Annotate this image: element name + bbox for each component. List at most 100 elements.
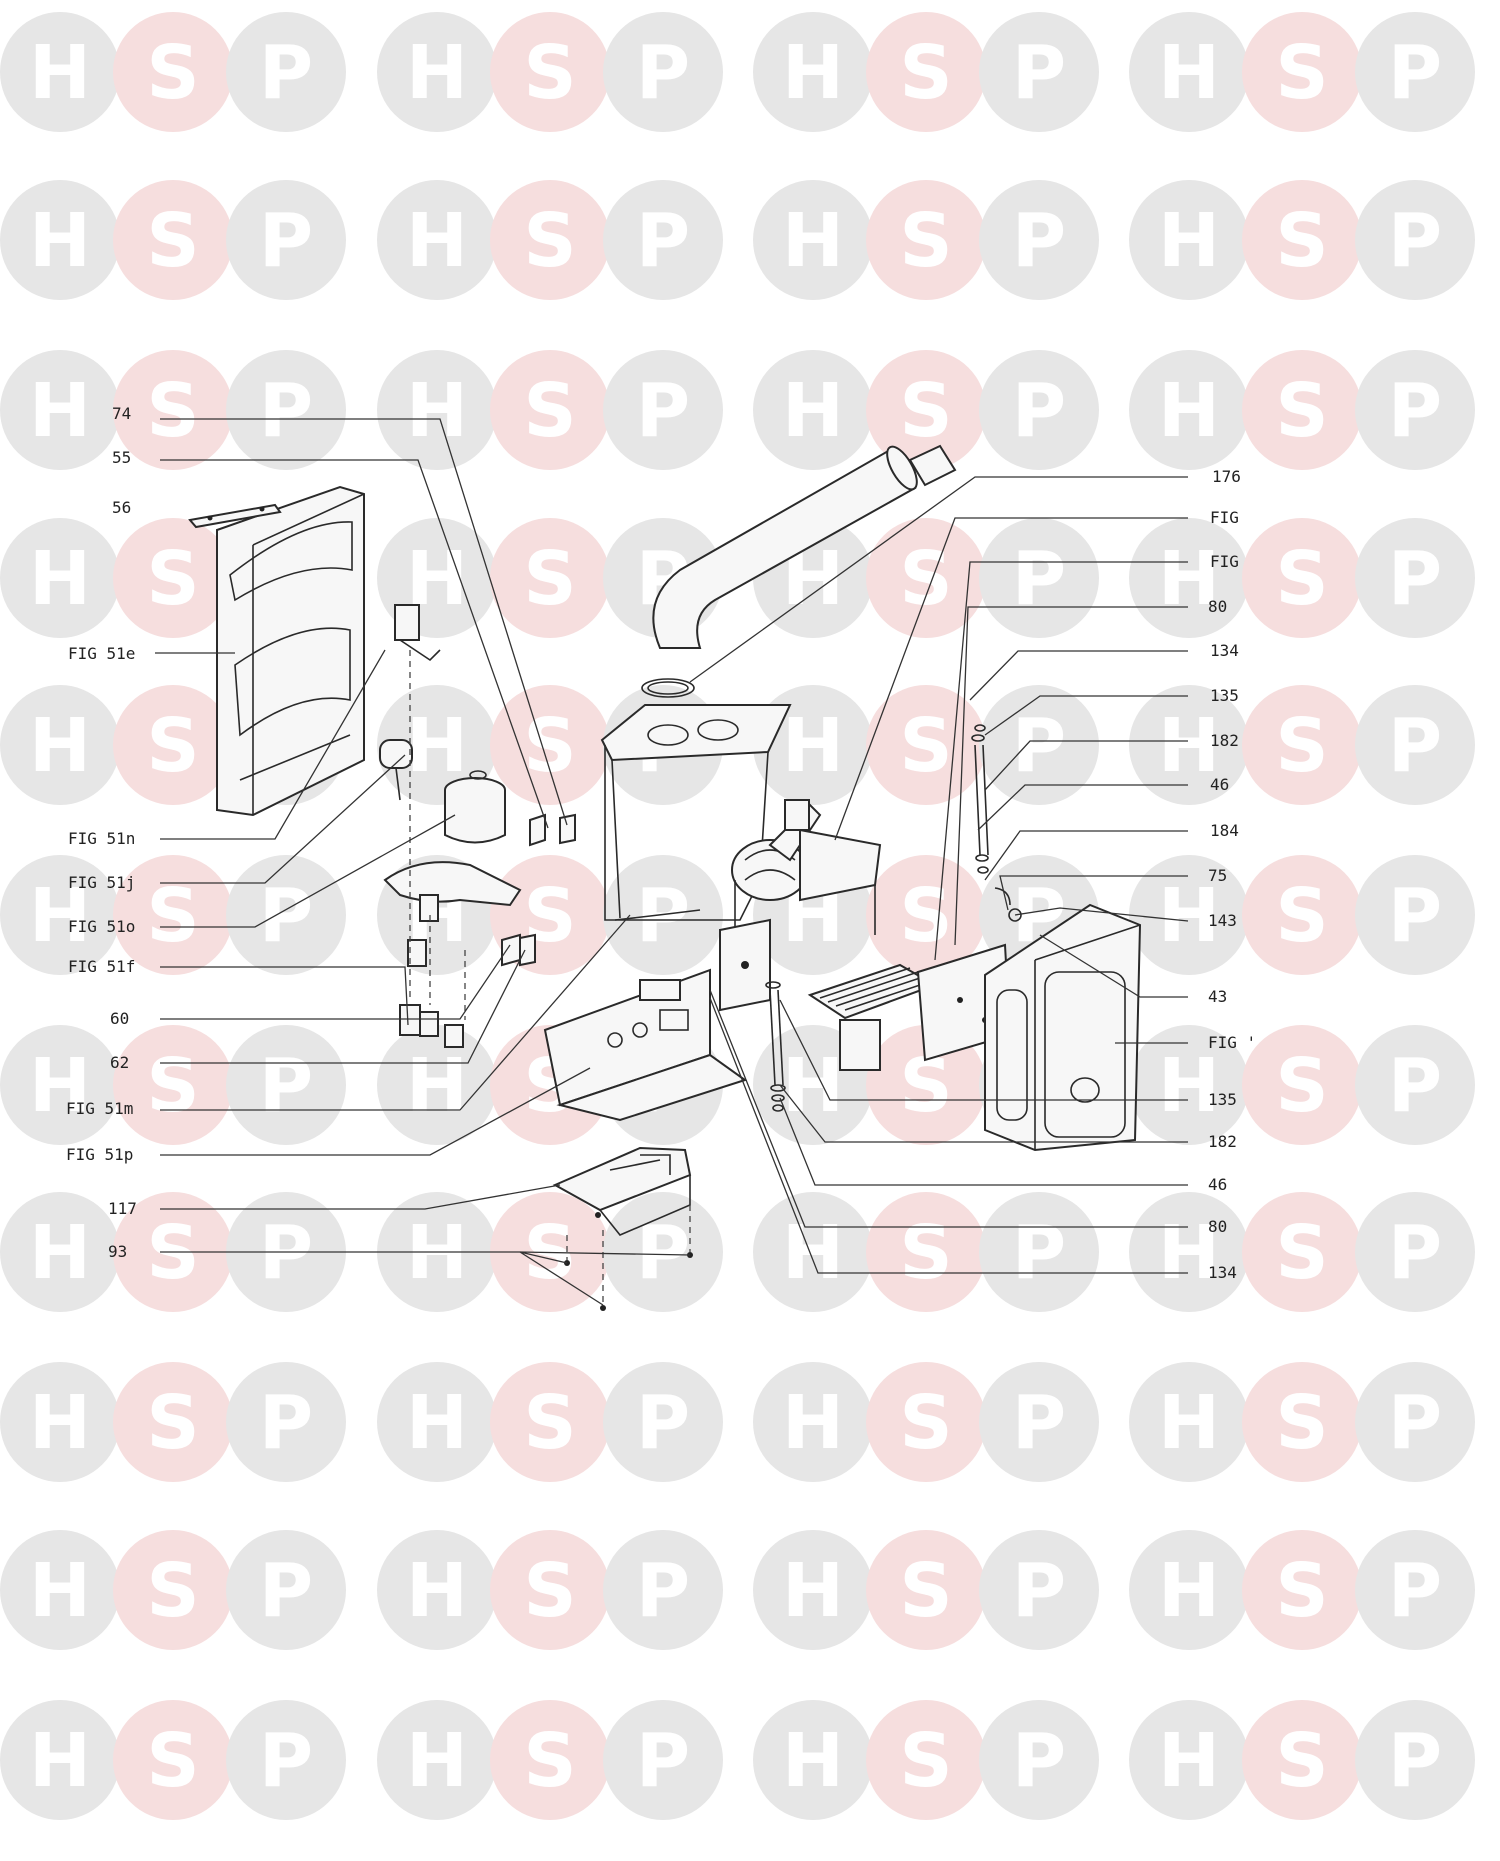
watermark-circle bbox=[1242, 685, 1362, 805]
label-fig-51p: FIG 51p bbox=[66, 1145, 133, 1164]
watermark-circle bbox=[113, 518, 233, 638]
heat-exchanger-frame bbox=[719, 918, 771, 1012]
watermark-circle bbox=[113, 1530, 233, 1650]
watermark-circle bbox=[226, 12, 346, 132]
label-62: 62 bbox=[110, 1053, 129, 1072]
watermark-letter: S bbox=[1275, 703, 1328, 789]
watermark-circle bbox=[979, 1530, 1099, 1650]
watermark-circle bbox=[377, 1362, 497, 1482]
watermark-circle bbox=[979, 1192, 1099, 1312]
watermark-letter: H bbox=[1158, 1043, 1220, 1129]
bracket-56 bbox=[188, 503, 282, 529]
watermark-circle bbox=[1242, 1362, 1362, 1482]
watermark-letter: H bbox=[1158, 1718, 1220, 1804]
watermark-circle bbox=[866, 350, 986, 470]
watermark-letter: P bbox=[636, 30, 690, 116]
label-75: 75 bbox=[1208, 866, 1227, 885]
watermark-letter: P bbox=[636, 368, 690, 454]
watermark-circle bbox=[1129, 1362, 1249, 1482]
watermark-letter: S bbox=[523, 368, 576, 454]
watermark-letter: H bbox=[782, 198, 844, 284]
watermark-letter: S bbox=[899, 703, 952, 789]
watermark-circle bbox=[866, 180, 986, 300]
label-74: 74 bbox=[112, 404, 131, 423]
watermark-letter: H bbox=[1158, 368, 1220, 454]
watermark-letter: H bbox=[406, 368, 468, 454]
label-fig-51j: FIG 51j bbox=[68, 873, 135, 892]
watermark-circle bbox=[603, 1192, 723, 1312]
watermark-circle bbox=[603, 350, 723, 470]
watermark-letter: P bbox=[1388, 1718, 1442, 1804]
watermark-letter: P bbox=[636, 198, 690, 284]
watermark-letter: S bbox=[1275, 536, 1328, 622]
watermark-circle bbox=[753, 180, 873, 300]
watermark-letter: S bbox=[146, 536, 199, 622]
watermark-letter: P bbox=[1012, 1718, 1066, 1804]
watermark-circle bbox=[979, 12, 1099, 132]
watermark-letter: S bbox=[523, 1548, 576, 1634]
label-43: 43 bbox=[1208, 987, 1227, 1006]
watermark-letter: S bbox=[523, 536, 576, 622]
label-80-upper: 80 bbox=[1208, 597, 1227, 616]
watermark-circle bbox=[1242, 518, 1362, 638]
watermark-letter: H bbox=[782, 1548, 844, 1634]
watermark-circle bbox=[1129, 685, 1249, 805]
watermark-letter: H bbox=[782, 30, 844, 116]
label-60: 60 bbox=[110, 1009, 129, 1028]
watermark-letter: S bbox=[1275, 1548, 1328, 1634]
watermark-letter: P bbox=[1012, 1380, 1066, 1466]
label-55: 55 bbox=[112, 448, 131, 467]
watermark-letter: S bbox=[146, 1043, 199, 1129]
watermark-circle bbox=[1242, 180, 1362, 300]
label-80-lower: 80 bbox=[1208, 1217, 1227, 1236]
watermark-circle bbox=[1129, 518, 1249, 638]
watermark-letter: P bbox=[259, 198, 313, 284]
watermark-letter: S bbox=[1275, 368, 1328, 454]
screws-93 bbox=[564, 1205, 693, 1311]
watermark-circle bbox=[113, 350, 233, 470]
label-fig-b: FIG bbox=[1210, 552, 1239, 571]
watermark-letter: S bbox=[899, 1548, 952, 1634]
watermark-letter: H bbox=[1158, 30, 1220, 116]
watermark-circle bbox=[226, 1530, 346, 1650]
label-182-lower: 182 bbox=[1208, 1132, 1237, 1151]
watermark-letter: H bbox=[29, 30, 91, 116]
watermark-circle bbox=[490, 350, 610, 470]
watermark-letter: S bbox=[146, 1548, 199, 1634]
watermark-letter: H bbox=[406, 1548, 468, 1634]
watermark-letter: S bbox=[146, 368, 199, 454]
watermark-circle bbox=[603, 1530, 723, 1650]
watermark-circle bbox=[1355, 685, 1475, 805]
flue-pipe-176 bbox=[652, 444, 957, 649]
watermark-circle bbox=[1129, 350, 1249, 470]
watermark-letter: P bbox=[259, 1548, 313, 1634]
watermark-circle bbox=[979, 180, 1099, 300]
watermark-letter: S bbox=[1275, 30, 1328, 116]
front-casing bbox=[984, 903, 1142, 1152]
watermark-letter: S bbox=[146, 1210, 199, 1296]
watermark-letter: H bbox=[782, 703, 844, 789]
watermark-letter: S bbox=[899, 873, 952, 959]
watermark-letter: H bbox=[406, 198, 468, 284]
watermark-letter: S bbox=[1275, 1210, 1328, 1296]
watermark-circle bbox=[866, 1025, 986, 1145]
watermark-letter: S bbox=[899, 1380, 952, 1466]
watermark-letter: H bbox=[406, 1043, 468, 1129]
watermark-circle bbox=[113, 855, 233, 975]
clips-60-62 bbox=[501, 813, 576, 967]
watermark-circle bbox=[377, 1530, 497, 1650]
label-134-upper: 134 bbox=[1210, 641, 1239, 660]
watermark-circle bbox=[1242, 350, 1362, 470]
label-fig-51m: FIG 51m bbox=[66, 1099, 133, 1118]
watermark-circle bbox=[1355, 1362, 1475, 1482]
watermark-circle bbox=[979, 1362, 1099, 1482]
watermark-circle bbox=[1355, 180, 1475, 300]
label-fig-51e: FIG 51e bbox=[68, 644, 135, 663]
watermark-circle bbox=[753, 1530, 873, 1650]
watermark-circle bbox=[979, 1700, 1099, 1820]
watermark-letter: P bbox=[1012, 198, 1066, 284]
watermark-letter: H bbox=[29, 1380, 91, 1466]
watermark-letter: S bbox=[523, 703, 576, 789]
watermark-circle bbox=[0, 1192, 120, 1312]
watermark-letter: S bbox=[899, 1210, 952, 1296]
